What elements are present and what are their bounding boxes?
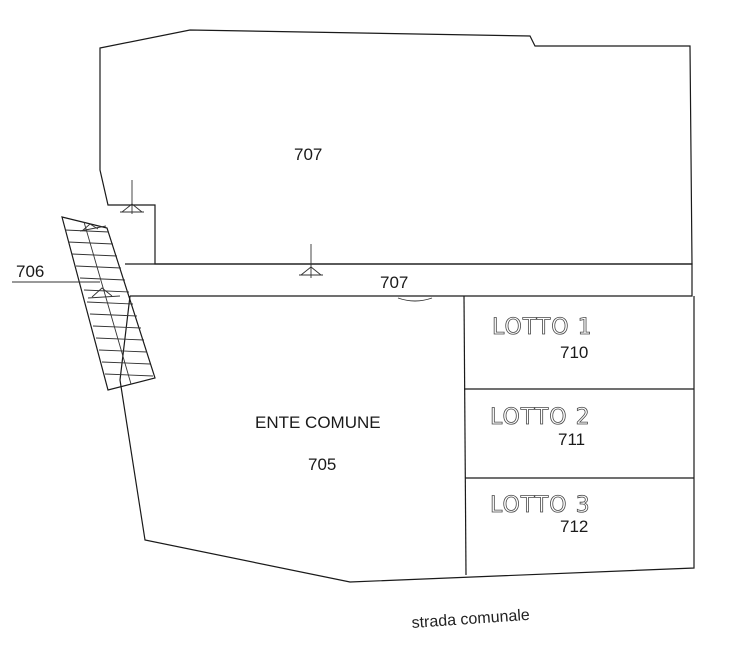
label-706: 706	[16, 262, 44, 281]
lots-left-wall	[463, 295, 467, 576]
corridor-707-outline	[125, 263, 693, 297]
label-707-top: 707	[294, 145, 322, 164]
lot-3-handwritten: LOTTO 3	[490, 493, 591, 518]
label-711: 711	[558, 430, 585, 449]
lot-1-handwritten: LOTTO 1	[492, 315, 593, 340]
reference-marker-2	[299, 244, 323, 278]
stair-arrow-2	[87, 287, 121, 299]
road-label: strada comunale	[411, 607, 530, 632]
lot-2-handwritten: LOTTO 2	[490, 405, 591, 430]
reference-marker-1	[120, 180, 144, 214]
door-arc	[397, 297, 433, 302]
label-712: 712	[560, 517, 588, 536]
label-705: 705	[308, 455, 336, 474]
label-ente-comune: ENTE COMUNE	[255, 413, 381, 432]
staircase-706	[61, 216, 156, 391]
label-707-corridor: 707	[380, 273, 408, 292]
stair-arrow-1	[79, 223, 107, 232]
label-710: 710	[560, 343, 588, 362]
parcel-705-outline	[119, 295, 695, 583]
parcel-707-outline	[99, 29, 693, 265]
